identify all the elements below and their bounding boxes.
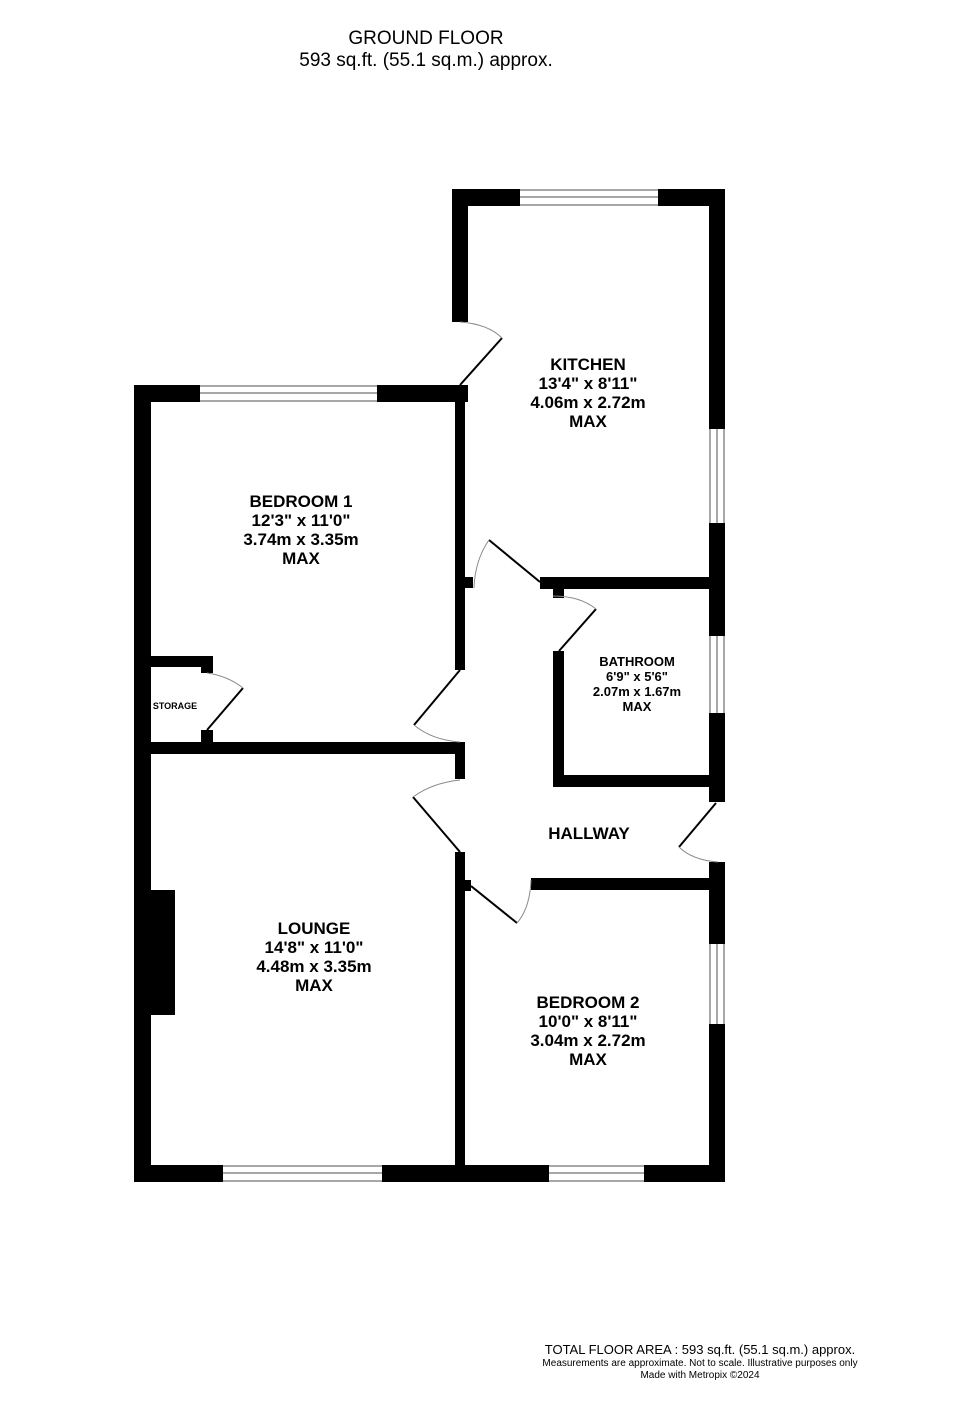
room-name: BEDROOM 2 bbox=[536, 993, 640, 1012]
total-floor-area: TOTAL FLOOR AREA : 593 sq.ft. (55.1 sq.m… bbox=[544, 1342, 856, 1357]
room-note: MAX bbox=[282, 549, 320, 568]
window-bedroom2-bottom bbox=[549, 1165, 644, 1182]
room-imperial: 13'4" x 8'11" bbox=[538, 374, 638, 393]
windows bbox=[200, 189, 725, 1182]
wall-bathroom-stub bbox=[553, 589, 564, 598]
room-imperial: 12'3" x 11'0" bbox=[251, 511, 351, 530]
wall-kitchen-left bbox=[452, 189, 468, 322]
room-metric: 4.48m x 3.35m bbox=[256, 957, 372, 976]
room-note: MAX bbox=[569, 1050, 607, 1069]
wall-storage-top bbox=[134, 656, 213, 667]
room-name: KITCHEN bbox=[550, 355, 626, 374]
wall-west bbox=[134, 385, 151, 1182]
door-bedroom2 bbox=[470, 879, 532, 924]
window-kitchen-side bbox=[709, 429, 725, 523]
room-name: STORAGE bbox=[152, 701, 198, 711]
room-imperial: 6'9" x 5'6" bbox=[606, 669, 668, 684]
disclaimer: Measurements are approximate. Not to sca… bbox=[542, 1358, 858, 1369]
door-lounge bbox=[412, 779, 461, 853]
wall-bathroom-top bbox=[540, 577, 725, 589]
room-name: HALLWAY bbox=[548, 824, 630, 843]
room-metric: 3.04m x 2.72m bbox=[530, 1031, 646, 1050]
wall-bathroom-left bbox=[553, 651, 564, 786]
room-label-kitchen: KITCHEN 13'4" x 8'11" 4.06m x 2.72m MAX bbox=[530, 355, 645, 431]
room-note: MAX bbox=[622, 699, 652, 714]
wall-stub-hall bbox=[455, 577, 473, 588]
window-lounge bbox=[223, 1165, 382, 1182]
wall-hall-jamb bbox=[455, 742, 465, 779]
wall-lounge-right bbox=[455, 852, 465, 1182]
room-label-hallway: HALLWAY bbox=[548, 824, 630, 843]
room-metric: 2.07m x 1.67m bbox=[592, 684, 682, 699]
door-bedroom1 bbox=[413, 669, 461, 743]
window-bedroom2-side bbox=[709, 944, 725, 1024]
room-imperial: 10'0" x 8'11" bbox=[538, 1012, 638, 1031]
door-storage bbox=[206, 672, 244, 731]
floor-area: 593 sq.ft. (55.1 sq.m.) approx. bbox=[299, 50, 553, 71]
door-front bbox=[678, 802, 719, 863]
floor-header: GROUND FLOOR 593 sq.ft. (55.1 sq.m.) app… bbox=[0, 28, 852, 72]
room-note: MAX bbox=[569, 412, 607, 431]
room-label-storage: STORAGE bbox=[153, 701, 197, 712]
room-label-bathroom: BATHROOM 6'9" x 5'6" 2.07m x 1.67m MAX bbox=[593, 654, 681, 714]
chimney-breast bbox=[151, 890, 175, 1015]
window-kitchen-top bbox=[520, 189, 658, 206]
room-label-lounge: LOUNGE 14'8" x 11'0" 4.48m x 3.35m MAX bbox=[256, 919, 371, 995]
wall-bedroom2-top bbox=[531, 878, 725, 890]
room-name: LOUNGE bbox=[277, 919, 351, 938]
wall-lounge-stub bbox=[455, 880, 471, 891]
door-kitchen-hall bbox=[473, 539, 541, 589]
room-metric: 4.06m x 2.72m bbox=[530, 393, 646, 412]
window-bathroom bbox=[709, 636, 725, 713]
room-note: MAX bbox=[295, 976, 333, 995]
floor-plan-footer: TOTAL FLOOR AREA : 593 sq.ft. (55.1 sq.m… bbox=[530, 1341, 870, 1382]
door-bathroom bbox=[552, 595, 597, 652]
room-label-bedroom2: BEDROOM 2 10'0" x 8'11" 3.04m x 2.72m MA… bbox=[530, 993, 645, 1069]
room-metric: 3.74m x 3.35m bbox=[243, 530, 359, 549]
wall-bedroom1-bottom bbox=[134, 742, 465, 754]
doors bbox=[206, 321, 719, 924]
room-name: BATHROOM bbox=[599, 654, 675, 669]
floor-title: GROUND FLOOR bbox=[348, 28, 504, 49]
window-bedroom1 bbox=[200, 385, 377, 402]
room-label-bedroom1: BEDROOM 1 12'3" x 11'0" 3.74m x 3.35m MA… bbox=[243, 492, 358, 568]
room-name: BEDROOM 1 bbox=[249, 492, 353, 511]
credit: Made with Metropix ©2024 bbox=[640, 1370, 760, 1381]
room-imperial: 14'8" x 11'0" bbox=[264, 938, 364, 957]
wall-bathroom-bottom bbox=[553, 775, 725, 787]
wall-bedroom1-right bbox=[455, 385, 465, 670]
door-kitchen-external bbox=[459, 321, 503, 386]
wall-storage-jamb-top bbox=[201, 656, 213, 673]
